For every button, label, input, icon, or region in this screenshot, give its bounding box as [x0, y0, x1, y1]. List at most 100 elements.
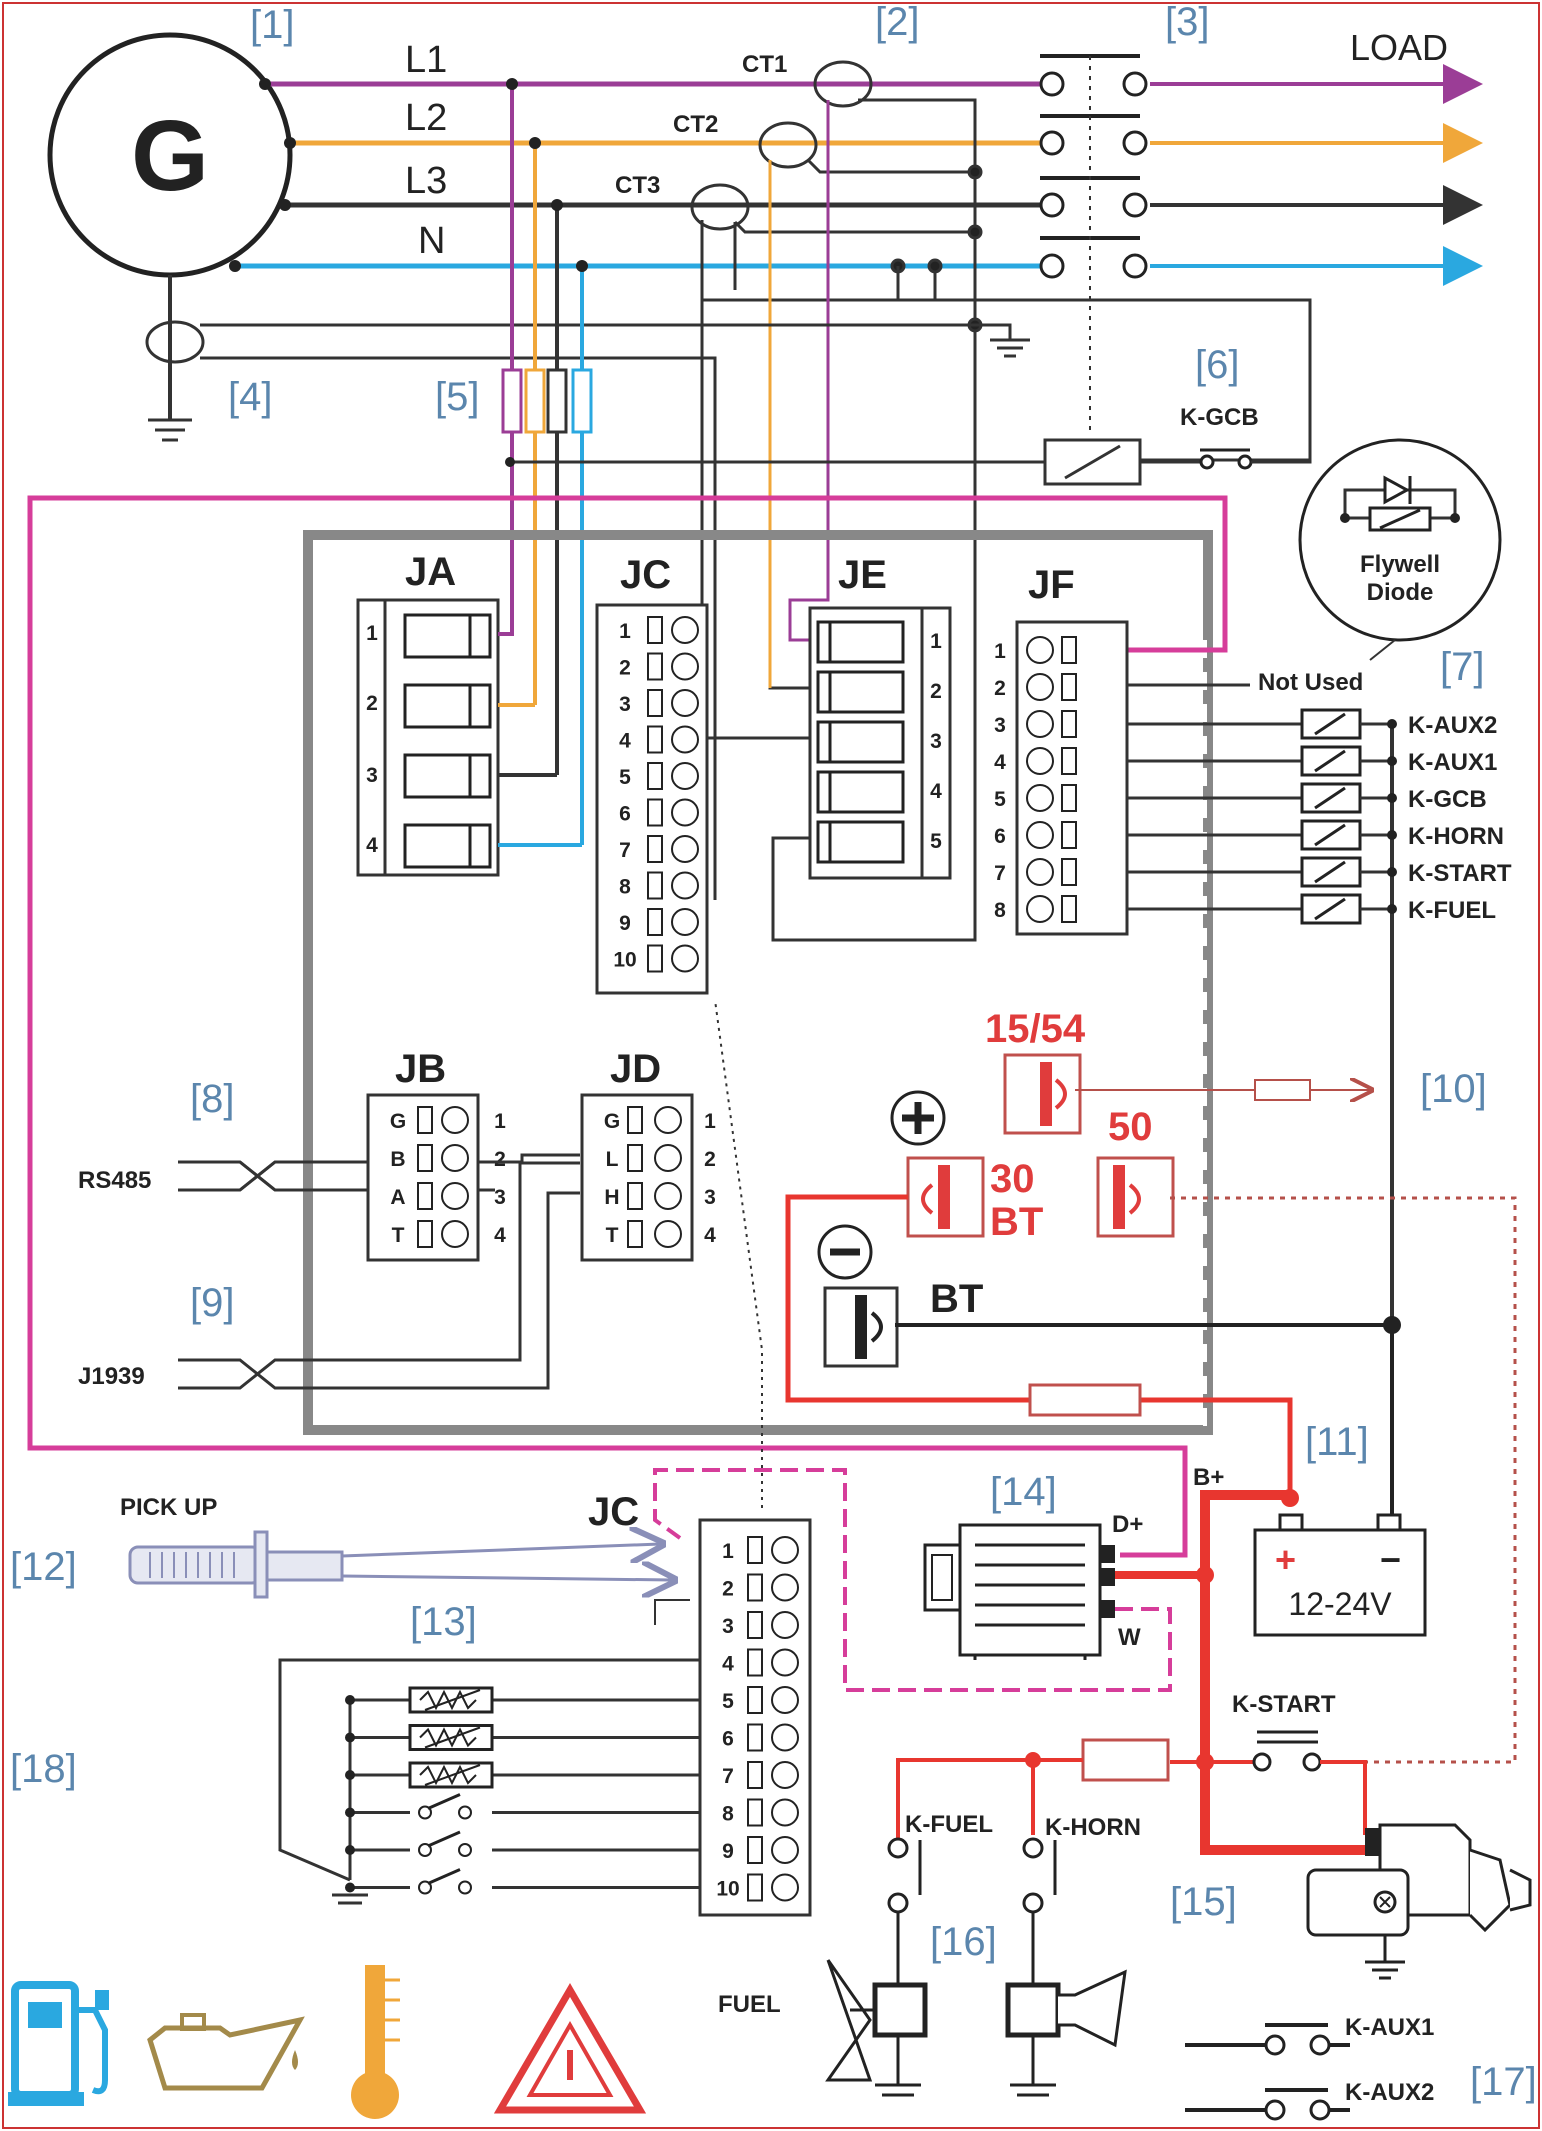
jc-pin-3: 3: [619, 693, 631, 716]
jc-terminal: [647, 871, 663, 900]
ct-wiring: [700, 98, 1312, 942]
jf-screw: [1026, 895, 1054, 923]
sensor-switch: [418, 1805, 432, 1820]
jc-lower-terminal: [747, 1648, 763, 1677]
jd-letter-1: G: [604, 1110, 620, 1133]
jc-lower-pin-6: 6: [722, 1728, 734, 1751]
relay-label-k-start: K-START: [1408, 860, 1512, 887]
jb-letter-4: T: [392, 1224, 405, 1247]
relay-label-k-aux2: K-AUX2: [1408, 712, 1497, 739]
sensor-switch: [418, 1880, 432, 1895]
battery: [1253, 1325, 1427, 1637]
k-gcb-label: K-GCB: [1180, 404, 1259, 431]
ref-18: [18]: [10, 1747, 77, 1791]
jf-screw: [1026, 636, 1054, 664]
k-horn-label: K-HORN: [1045, 1814, 1141, 1841]
jc-lower-screw: [771, 1686, 799, 1714]
je-terminal: [816, 620, 905, 664]
sensors: [278, 1658, 700, 1905]
jd-screw: [654, 1144, 682, 1172]
k-aux1-contact-label: K-AUX1: [1345, 2014, 1434, 2041]
rs485-label: RS485: [78, 1167, 151, 1194]
flywheel-label-line2: Diode: [1367, 579, 1434, 606]
bt-terminal-label: BT: [930, 1277, 983, 1321]
je-terminal: [816, 770, 905, 814]
terminal-30-label: 30: [990, 1157, 1035, 1201]
fuel-label: FUEL: [718, 1991, 781, 2018]
jc-terminal: [647, 616, 663, 644]
alternator-w-label: W: [1118, 1624, 1141, 1651]
jc-lower-screw: [771, 1723, 799, 1752]
jf-terminal: [1061, 747, 1077, 775]
je-pin-1: 1: [930, 630, 942, 653]
ref-5: [5]: [435, 375, 479, 419]
jc-terminal: [647, 908, 663, 936]
ref-4: [4]: [228, 375, 272, 419]
jf-screw: [1026, 858, 1054, 886]
ignition-terminals: [817, 1053, 1517, 1764]
jd-terminal: [627, 1182, 643, 1210]
jf-pin-1: 1: [994, 640, 1006, 663]
jf-terminal: [1061, 858, 1077, 886]
generator-symbol: G: [131, 100, 209, 212]
jf-pin-3: 3: [994, 714, 1006, 737]
jc-lower-pin-1: 1: [722, 1540, 734, 1563]
jc-lower-pin-3: 3: [722, 1615, 734, 1638]
jc-pin-6: 6: [619, 803, 631, 826]
jf-screw: [1026, 821, 1054, 849]
jf-terminal: [1061, 636, 1077, 664]
jc-lower-terminal: [747, 1573, 763, 1602]
ja-pin-3: 3: [366, 764, 378, 787]
jc-terminal: [647, 652, 663, 681]
terminal-50-label: 50: [1108, 1105, 1153, 1149]
generator: G: [47, 32, 293, 278]
je-terminal: [816, 670, 905, 714]
jc-pin-4: 4: [619, 730, 631, 753]
jc-lower-screw: [771, 1798, 799, 1827]
jd-terminal: [627, 1144, 643, 1172]
jc-screw: [671, 871, 699, 900]
jf-terminal: [1061, 784, 1077, 812]
j1939-label: J1939: [78, 1363, 145, 1390]
voltage-fuses: [501, 78, 593, 845]
jf-pin-7: 7: [994, 862, 1006, 885]
jb-screw: [441, 1220, 469, 1248]
terminal-15-54-label: 15/54: [985, 1007, 1086, 1051]
ref-9: [9]: [190, 1281, 234, 1325]
phase-lines: [229, 64, 1483, 286]
starter-motor: [1306, 1823, 1532, 1980]
jc-lower-pin-2: 2: [722, 1578, 734, 1601]
ct2-label: CT2: [673, 111, 718, 138]
ja-title: JA: [405, 550, 456, 594]
jf-pin-4: 4: [994, 751, 1006, 774]
load-label: LOAD: [1350, 27, 1448, 68]
jc-lower-terminal: [747, 1611, 763, 1639]
jc-lower-screw: [771, 1536, 799, 1564]
jb-screw: [441, 1182, 469, 1210]
connector-jf: [1015, 620, 1129, 936]
flywheel-label-line1: Flywell: [1360, 551, 1440, 578]
jf-not-used-label: Not Used: [1258, 669, 1363, 696]
alternator-d-plus-label: D+: [1112, 1511, 1143, 1538]
jc-terminal: [647, 798, 663, 827]
rs485-wires: [178, 1153, 580, 1192]
connector-jc-lower: [698, 1518, 812, 1917]
jb-pin-4: 4: [494, 1224, 506, 1247]
jf-pin-2: 2: [994, 677, 1006, 700]
jc-terminal: [647, 762, 663, 790]
jc-lower-pin-10: 10: [716, 1878, 739, 1901]
phase-l3-label: L3: [405, 160, 447, 202]
jb-screw: [441, 1144, 469, 1172]
d-plus-wire: [27, 495, 1228, 1558]
connector-je: [808, 606, 952, 880]
jc-lower-title: JC: [588, 1490, 639, 1534]
jc-pin-9: 9: [619, 912, 631, 935]
jd-pin-2: 2: [704, 1148, 716, 1171]
sensor-switch: [418, 1843, 432, 1857]
jc-link: [714, 999, 763, 1508]
jc-screw: [671, 652, 699, 681]
ct3-label: CT3: [615, 172, 660, 199]
k-start-label: K-START: [1232, 1691, 1336, 1718]
phase-l2-label: L2: [405, 97, 447, 139]
jc-pin-10: 10: [613, 949, 636, 972]
